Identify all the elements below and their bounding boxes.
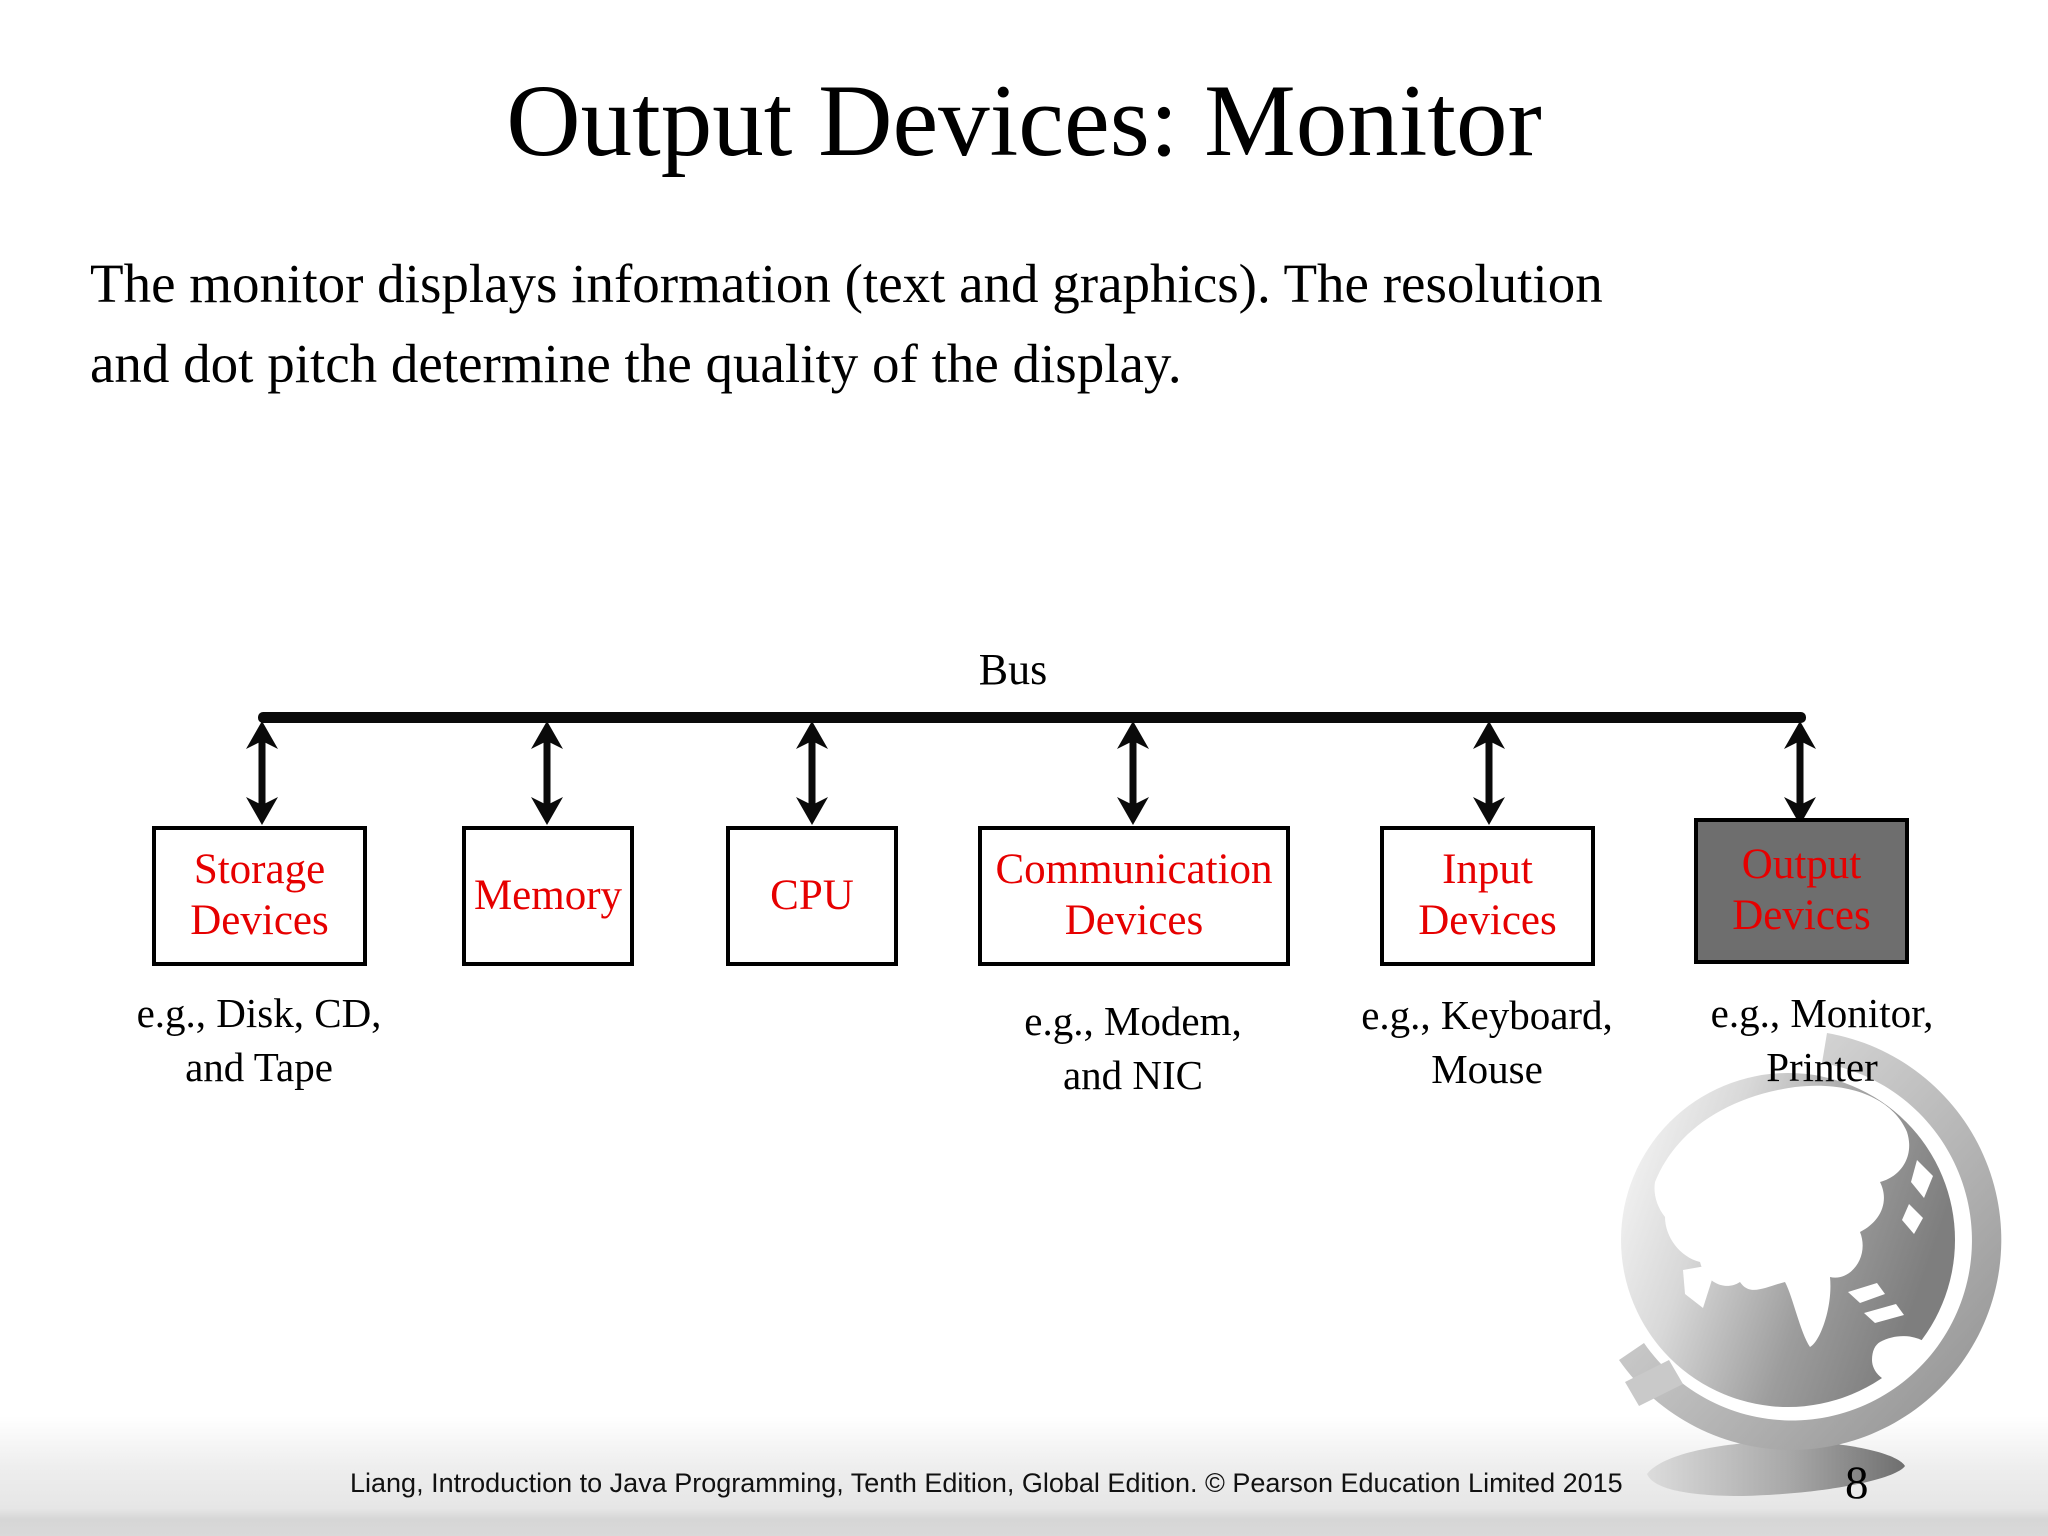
body-line-2: and dot pitch determine the quality of t… — [90, 333, 1182, 395]
bus-arrow-storage — [246, 721, 278, 825]
bus-label: Bus — [978, 645, 1048, 694]
bus-arrow-cpu — [796, 721, 828, 825]
device-box-memory: Memory — [462, 826, 634, 966]
device-box-communication: Communication Devices — [978, 826, 1290, 966]
body-paragraph: The monitor displays information (text a… — [90, 244, 1603, 405]
caption-line: e.g., Keyboard, — [1361, 992, 1613, 1038]
box-label-line: Memory — [473, 871, 623, 919]
box-label-line: Devices — [1064, 897, 1204, 944]
footer-credit: Liang, Introduction to Java Programming,… — [350, 1468, 1623, 1498]
caption-line: Printer — [1766, 1044, 1878, 1091]
device-box-input: Input Devices — [1380, 826, 1595, 966]
box-label-line: Communication — [995, 846, 1273, 894]
bus-arrow-output — [1784, 721, 1816, 825]
caption-line: e.g., Disk, CD, — [136, 990, 382, 1036]
caption-storage-examples: e.g., Disk, CD, and Tape — [137, 986, 382, 1094]
caption-output-examples: e.g., Monitor, Printer — [1711, 986, 1934, 1094]
caption-line: e.g., Modem, — [1024, 998, 1242, 1044]
bus-arrow-memory — [531, 721, 563, 825]
globe-icon — [1619, 1033, 2002, 1496]
caption-input-examples: e.g., Keyboard, Mouse — [1361, 988, 1613, 1096]
caption-line: and NIC — [1062, 1052, 1204, 1099]
device-box-cpu: CPU — [726, 826, 898, 966]
box-label-line: Output — [1741, 841, 1862, 889]
caption-line: Mouse — [1431, 1046, 1543, 1093]
bus-line — [258, 712, 1806, 723]
box-label-line: Devices — [1418, 897, 1557, 944]
box-label-line: Devices — [1732, 892, 1871, 939]
caption-line: e.g., Monitor, — [1710, 990, 1934, 1036]
box-label-line: CPU — [770, 871, 854, 919]
box-label-line: Devices — [190, 897, 329, 944]
page-number: 8 — [1845, 1457, 1869, 1509]
device-box-output-highlighted: Output Devices — [1694, 818, 1909, 964]
caption-line: and Tape — [185, 1044, 333, 1091]
box-label-line: Storage — [193, 846, 326, 894]
bus-arrow-input — [1473, 721, 1505, 825]
bus-arrow-communication — [1117, 721, 1149, 825]
slide-title: Output Devices: Monitor — [506, 64, 1542, 178]
body-line-1: The monitor displays information (text a… — [90, 253, 1603, 314]
caption-communication-examples: e.g., Modem, and NIC — [1024, 994, 1242, 1102]
device-box-storage: Storage Devices — [152, 826, 367, 966]
box-label-line: Input — [1442, 846, 1533, 894]
